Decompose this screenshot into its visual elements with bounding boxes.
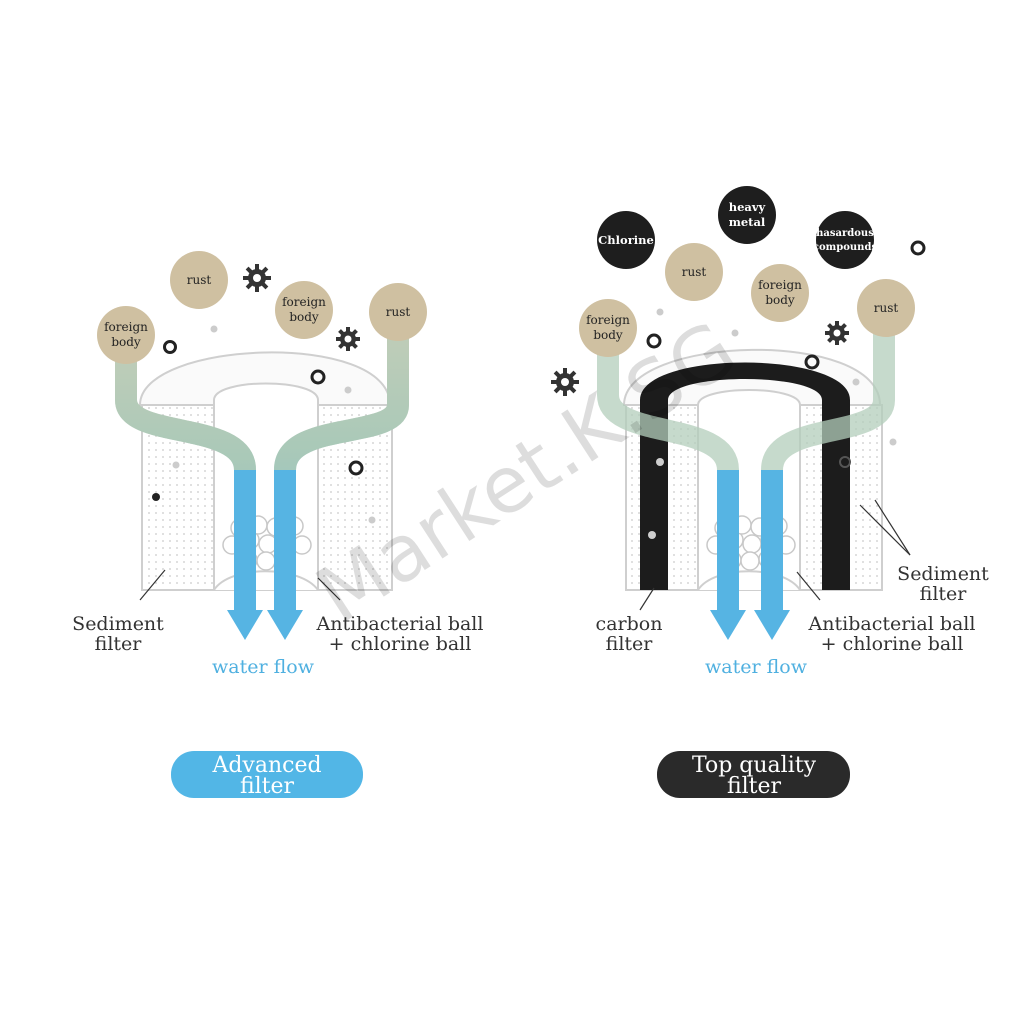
- ring-particle-icon: [310, 369, 326, 385]
- antibacterial-ball-label: Antibacterial ball: [316, 613, 484, 635]
- dot-particle-icon: [852, 378, 860, 386]
- water-flow-arrow: [227, 610, 263, 640]
- contaminant-foreign-body: foreign body: [751, 264, 809, 322]
- filter-dome: [138, 351, 392, 406]
- dot-particle-icon: [656, 308, 664, 316]
- carbon-filter-label: filter: [606, 633, 654, 655]
- gear-icon: [551, 368, 579, 396]
- gear-icon: [825, 321, 849, 345]
- contaminant-label: body: [593, 328, 623, 342]
- badge-label: filter: [240, 774, 295, 799]
- contaminant-rust: rust: [170, 251, 228, 309]
- gear-icon: [336, 327, 360, 351]
- dot-particle-icon: [210, 325, 218, 333]
- contaminant-label: body: [111, 335, 141, 349]
- water-flow-arrow: [267, 610, 303, 640]
- antibacterial-ball-label: + chlorine ball: [821, 633, 964, 655]
- carbon-filter: [640, 362, 850, 590]
- antibacterial-ball-label: Antibacterial ball: [808, 613, 976, 635]
- contaminant-rust: rust: [857, 279, 915, 337]
- contaminant-heavy-metal: heavy metal: [718, 186, 776, 244]
- contaminant-label: rust: [386, 305, 411, 319]
- water-flow-label: water flow: [705, 656, 808, 678]
- contaminant-label: Chlorine: [598, 233, 654, 247]
- contaminant-label: foreign: [758, 278, 802, 292]
- water-flow-arrow: [710, 610, 746, 640]
- antibacterial-ball-label: + chlorine ball: [329, 633, 472, 655]
- contaminant-label: rust: [682, 265, 707, 279]
- badge-label: Advanced: [211, 753, 321, 778]
- advanced-filter-badge: Advanced filter: [171, 751, 363, 799]
- top-quality-filter-badge: Top quality filter: [657, 751, 850, 799]
- contaminant-label: rust: [187, 273, 212, 287]
- contaminant-label: compounds: [813, 242, 878, 253]
- dot-particle-icon: [731, 329, 739, 337]
- water-flow-label: water flow: [212, 656, 315, 678]
- contaminant-label: hasardous: [816, 228, 874, 239]
- sediment-filter-label: Sediment: [72, 613, 164, 635]
- sediment-filter-label: filter: [95, 633, 143, 655]
- contaminant-label: body: [765, 293, 795, 307]
- sediment-filter-label: filter: [920, 583, 968, 605]
- contaminant-label: metal: [729, 215, 766, 229]
- dot-particle-icon: [368, 516, 376, 524]
- ring-particle-icon: [646, 333, 662, 349]
- ring-particle-icon: [910, 240, 926, 256]
- contaminant-hazardous-compounds: hasardous compounds: [813, 211, 878, 269]
- water-flow-arrow: [754, 610, 790, 640]
- contaminant-chlorine: Chlorine: [597, 211, 655, 269]
- contaminant-label: foreign: [586, 313, 630, 327]
- badge-label: Top quality: [692, 753, 817, 778]
- ring-particle-icon: [163, 340, 177, 354]
- contaminant-foreign-body: foreign body: [97, 306, 155, 364]
- gear-icon: [243, 264, 271, 292]
- contaminant-rust: rust: [369, 283, 427, 341]
- ring-particle-icon: [804, 354, 820, 370]
- contaminant-foreign-body: foreign body: [579, 299, 637, 357]
- badge-label: filter: [727, 774, 782, 799]
- right-filter-diagram: Chlorine heavy metal hasardous compounds…: [551, 186, 989, 799]
- contaminant-label: heavy: [729, 200, 766, 214]
- contaminant-foreign-body: foreign body: [275, 281, 333, 339]
- dot-particle-icon: [344, 386, 352, 394]
- left-filter-diagram: foreign body rust foreign body rust: [72, 251, 483, 799]
- contaminant-rust: rust: [665, 243, 723, 301]
- dot-particle-icon: [889, 438, 897, 446]
- carbon-filter-label: carbon: [596, 613, 663, 635]
- contaminant-label: body: [289, 310, 319, 324]
- ring-particle-icon: [348, 460, 364, 476]
- sediment-filter-label: Sediment: [897, 563, 989, 585]
- contaminant-label: foreign: [282, 295, 326, 309]
- contaminant-label: foreign: [104, 320, 148, 334]
- contaminant-label: rust: [874, 301, 899, 315]
- dot-particle-icon: [152, 493, 160, 501]
- dot-particle-icon: [172, 461, 180, 469]
